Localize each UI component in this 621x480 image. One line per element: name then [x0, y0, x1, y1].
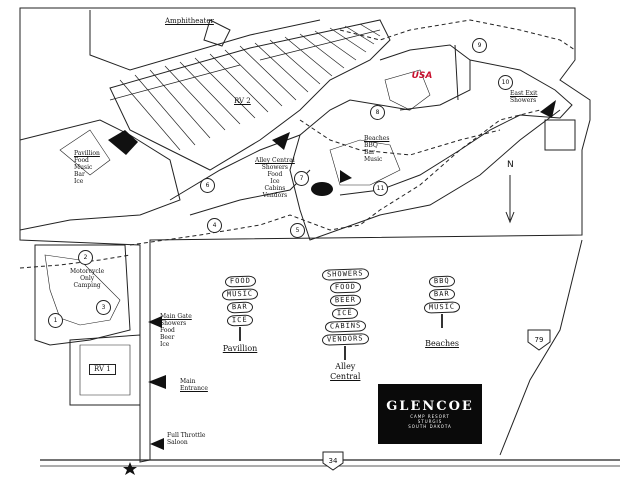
pavillion-zone — [19, 119, 181, 231]
logo-line3: SOUTH DAKOTA — [408, 424, 452, 429]
sign-post — [239, 327, 242, 341]
arrow-full-throttle — [150, 438, 164, 450]
site-number: 5 — [290, 223, 305, 238]
arrow-main-entrance — [148, 375, 166, 389]
sign-board: BBQ — [429, 275, 456, 288]
site-number: 8 — [370, 105, 385, 120]
rv1-label: RV 1 — [89, 364, 116, 375]
site-number: 3 — [96, 300, 111, 315]
pavillion-sign: FOOD MUSIC BAR ICE Pavillion — [221, 275, 259, 353]
sign-board: FOOD — [224, 275, 256, 288]
logo-line1: CAMP RESORT — [410, 414, 450, 419]
sign-board: BAR — [429, 288, 456, 301]
sign-board: ICE — [332, 307, 359, 320]
site-number: 9 — [472, 38, 487, 53]
shield-icon — [527, 329, 551, 351]
sign-board: CABINS — [324, 320, 367, 333]
north-label: N — [507, 160, 514, 170]
arrow-main-gate — [148, 316, 162, 328]
sign-board: SHOWERS — [321, 268, 369, 281]
glencoe-logo: GLENCOE CAMP RESORT STURGIS SOUTH DAKOTA — [378, 384, 482, 444]
site-number: 7 — [294, 171, 309, 186]
site-number: 11 — [373, 181, 388, 196]
site-number: 1 — [48, 313, 63, 328]
site-number: 6 — [200, 178, 215, 193]
site-number: 4 — [207, 218, 222, 233]
site-number: 2 — [78, 250, 93, 265]
beaches-caption: Beaches — [425, 339, 459, 348]
property-boundary — [19, 7, 591, 463]
alley-central-sign: SHOWERS FOOD BEER ICE CABINS VENDORS All… — [321, 268, 369, 382]
rv2-label: RV 2 — [234, 97, 251, 105]
arrow-east-exit — [540, 100, 556, 118]
highway-79-shield: 79 — [526, 328, 552, 352]
sign-board: FOOD — [329, 281, 361, 294]
sign-board: VENDORS — [321, 333, 369, 346]
motorcycle-area — [34, 244, 131, 346]
highway-34-shield: 34 — [320, 450, 346, 472]
arrow-beaches — [340, 170, 352, 183]
site-number: 10 — [498, 75, 513, 90]
sign-post — [441, 314, 444, 328]
sign-board: ICE — [227, 314, 254, 327]
logo-line2: STURGIS — [417, 419, 443, 424]
sign-post — [344, 346, 347, 360]
rv2-area — [109, 19, 391, 171]
sign-board: MUSIC — [423, 301, 461, 314]
shield-icon — [322, 451, 344, 471]
sign-board: BAR — [227, 301, 254, 314]
logo-name: GLENCOE — [386, 399, 474, 414]
pavillion-caption: Pavillion — [222, 344, 258, 353]
arrow-alley — [272, 132, 290, 150]
sign-board: BEER — [329, 294, 361, 307]
highway-79 — [499, 239, 583, 456]
usa-mark: USA — [411, 71, 433, 81]
beaches-sign: BBQ BAR MUSIC Beaches — [423, 275, 461, 348]
sign-board: MUSIC — [221, 288, 259, 301]
star-icon — [123, 462, 137, 475]
amphitheater-label: Amphitheater — [165, 17, 214, 25]
